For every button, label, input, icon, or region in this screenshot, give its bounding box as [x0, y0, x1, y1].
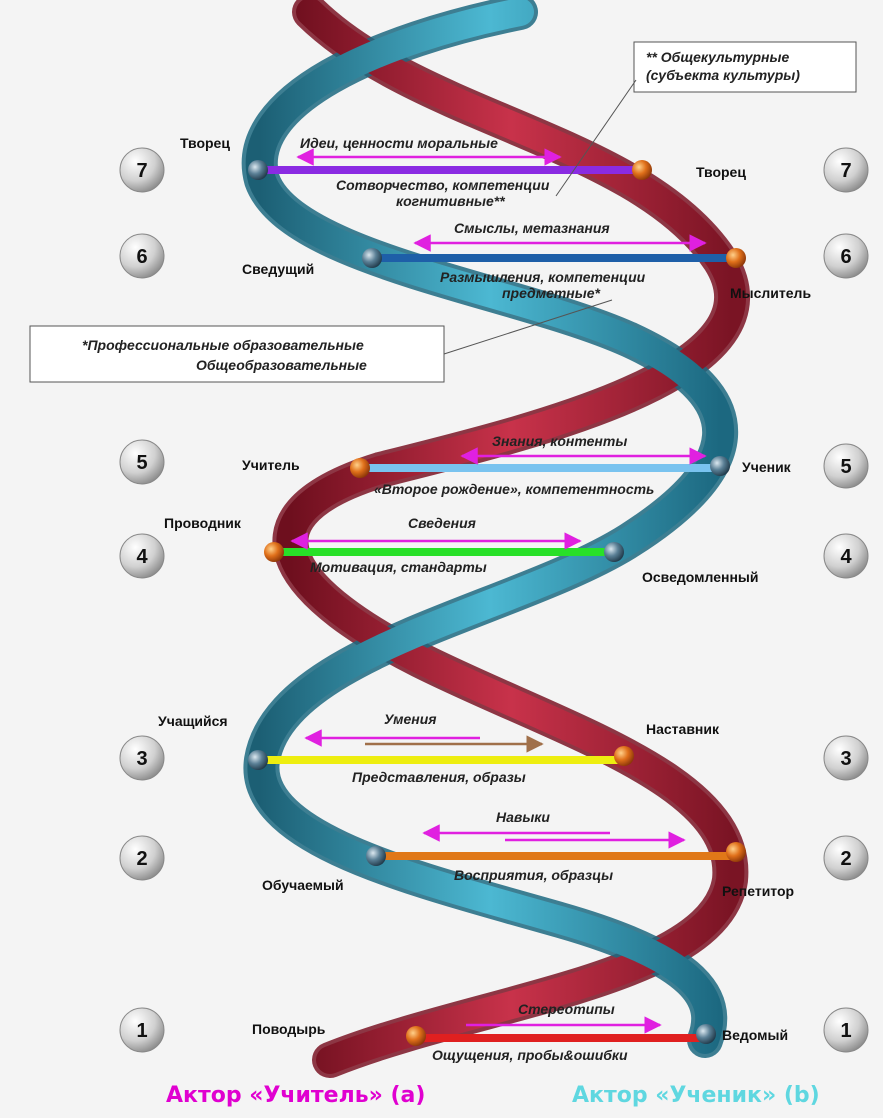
- node-ball: [726, 842, 746, 862]
- descriptor-bottom-5: «Второе рождение», компетентность: [374, 481, 654, 497]
- level-number: 7: [136, 160, 147, 182]
- descriptor-top-6: Смыслы, метазнания: [454, 220, 610, 236]
- descriptor-bottom-6a: Размышления, компетенции: [440, 269, 646, 285]
- note-top-line2: (субъекта культуры): [646, 67, 800, 83]
- role-left-3: Учащийся: [158, 713, 228, 729]
- note-mid-line1: *Профессиональные образовательные: [82, 337, 364, 353]
- role-left-4: Проводник: [164, 515, 242, 531]
- node-ball: [264, 542, 284, 562]
- role-left-6: Сведущий: [242, 261, 314, 277]
- role-left-7: Творец: [180, 135, 230, 151]
- descriptor-top-7: Идеи, ценности моральные: [300, 135, 498, 151]
- descriptor-bottom-7a: Сотворчество, компетенции: [336, 177, 550, 193]
- descriptor-bottom-4: Мотивация, стандарты: [310, 559, 487, 575]
- node-ball: [366, 846, 386, 866]
- node-ball: [248, 160, 268, 180]
- node-ball: [350, 458, 370, 478]
- descriptor-bottom-2: Восприятия, образцы: [454, 867, 613, 883]
- level-number: 3: [136, 748, 147, 770]
- note-top-box: [633, 41, 857, 93]
- level-number: 2: [840, 848, 851, 870]
- role-right-2: Репетитор: [722, 883, 794, 899]
- role-left-1: Поводырь: [252, 1021, 326, 1037]
- descriptor-top-1: Стереотипы: [518, 1001, 615, 1017]
- note-top-leader: [555, 79, 637, 197]
- note-mid-leader: [443, 299, 613, 355]
- descriptor-bottom-1: Ощущения, пробы&ошибки: [432, 1047, 628, 1063]
- level-number: 1: [136, 1020, 147, 1042]
- level-badges-right: 7 6 5 4 3 2 1: [823, 147, 869, 1053]
- level-number: 6: [136, 246, 147, 268]
- note-top-line1: ** Общекультурные: [646, 49, 789, 65]
- node-ball: [696, 1024, 716, 1044]
- level-number: 6: [840, 246, 851, 268]
- note-mid-line2: Общеобразовательные: [196, 357, 367, 373]
- node-ball: [362, 248, 382, 268]
- level-number: 4: [840, 546, 852, 568]
- role-right-6: Мыслитель: [730, 285, 811, 301]
- footer-actor-teacher: Актор «Учитель» (a): [166, 1083, 425, 1108]
- descriptor-bottom-3: Представления, образы: [352, 769, 526, 785]
- descriptor-bottom-6b: предметные*: [502, 285, 601, 301]
- role-right-5: Ученик: [742, 459, 792, 475]
- node-ball: [726, 248, 746, 268]
- descriptor-bottom-7b: когнитивные**: [396, 193, 505, 209]
- role-right-3: Наставник: [646, 721, 720, 737]
- descriptor-top-2: Навыки: [496, 809, 550, 825]
- blue-strand: [245, 0, 735, 1054]
- node-ball: [604, 542, 624, 562]
- role-left-2: Обучаемый: [262, 877, 344, 893]
- role-left-5: Учитель: [242, 457, 300, 473]
- role-right-4: Осведомленный: [642, 569, 758, 585]
- role-right-1: Ведомый: [722, 1027, 788, 1043]
- node-ball: [248, 750, 268, 770]
- node-ball: [614, 746, 634, 766]
- footer-actor-student: Актор «Ученик» (b): [572, 1083, 820, 1108]
- note-mid-box: [29, 325, 445, 383]
- node-ball: [632, 160, 652, 180]
- node-ball: [710, 456, 730, 476]
- level-number: 4: [136, 546, 148, 568]
- level-number: 5: [840, 456, 851, 478]
- descriptor-top-4: Сведения: [408, 515, 476, 531]
- descriptor-top-3: Умения: [384, 711, 437, 727]
- descriptor-top-5: Знания, контенты: [492, 433, 627, 449]
- level-badges-left: 7 6 5 4 3 2 1: [119, 147, 165, 1053]
- level-number: 5: [136, 452, 147, 474]
- node-ball: [406, 1026, 426, 1046]
- level-number: 7: [840, 160, 851, 182]
- level-number: 2: [136, 848, 147, 870]
- role-right-7: Творец: [696, 164, 746, 180]
- level-number: 3: [840, 748, 851, 770]
- level-number: 1: [840, 1020, 851, 1042]
